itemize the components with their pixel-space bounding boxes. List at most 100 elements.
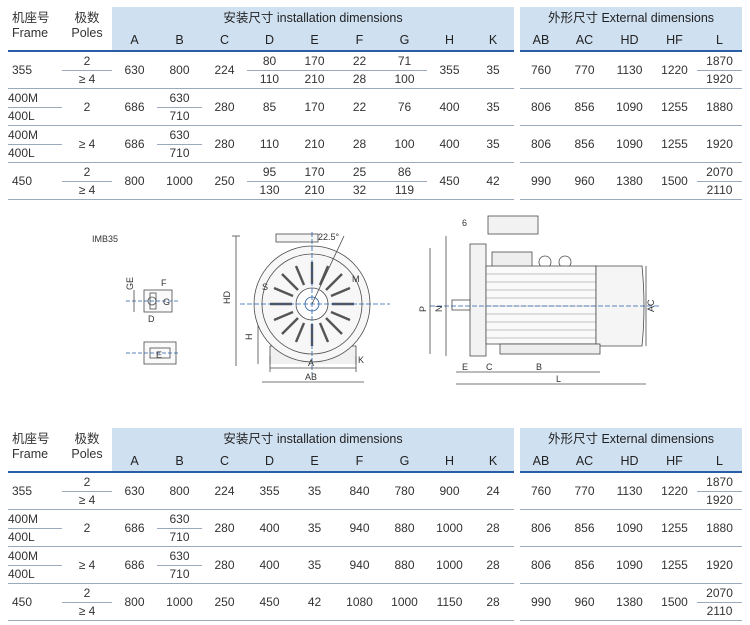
cell-value-upper: 400M — [8, 126, 62, 145]
cell-k: 42 — [472, 162, 517, 200]
cell-hd: 1380 — [607, 583, 652, 621]
column-header-ac: AC — [562, 450, 607, 473]
cell-value-upper: 630 — [157, 547, 202, 566]
label-angle: 22.5° — [318, 232, 340, 242]
cell-k: 24 — [472, 472, 517, 510]
column-header-hf: HF — [652, 29, 697, 52]
frame-header-en: Frame — [12, 26, 49, 40]
frame-header-cn: 机座号 — [12, 432, 50, 446]
cell-c: 250 — [202, 162, 247, 200]
cell-ab: 760 — [514, 472, 562, 510]
cell-a: 630 — [112, 51, 157, 89]
mount-type-label: IMB35 — [92, 234, 118, 244]
cell-c: 280 — [202, 546, 247, 584]
cell-hd: 1090 — [607, 88, 652, 126]
shaft-end-detail — [126, 289, 180, 365]
cell-hd: 1130 — [607, 472, 652, 510]
cell-a: 800 — [112, 162, 157, 200]
cell-value-lower: 400L — [8, 146, 35, 161]
cell-value-lower: 100 — [394, 72, 415, 87]
column-header-k: K — [472, 29, 517, 52]
cell-c: 250 — [202, 583, 247, 621]
cell-value-upper: 86 — [382, 163, 427, 182]
column-header-f: F — [337, 450, 382, 473]
frame-header-en: Frame — [12, 447, 49, 461]
cell-hd: 1090 — [607, 546, 652, 584]
cell-c: 280 — [202, 88, 247, 126]
cell-g: 880 — [382, 546, 427, 584]
cell-hf: 1255 — [652, 125, 697, 163]
cell-c: 280 — [202, 509, 247, 547]
label-c: C — [486, 362, 493, 372]
label-k: K — [358, 355, 364, 365]
cell-value-upper: 80 — [247, 52, 292, 71]
cell-poles: ≥ 4 — [62, 546, 112, 584]
cell-f: 28 — [337, 125, 382, 163]
column-header-hd: HD — [607, 29, 652, 52]
cell-b: 1000 — [157, 583, 202, 621]
cell-l: 1880 — [697, 88, 743, 126]
cell-c: 224 — [202, 51, 247, 89]
cell-ac: 856 — [562, 88, 607, 126]
cell-value-upper: 2 — [62, 473, 112, 492]
cell-value-lower: 210 — [304, 183, 325, 198]
column-header-b: B — [157, 29, 202, 52]
cell-a: 630 — [112, 472, 157, 510]
label-f: F — [161, 278, 167, 288]
cell-e: 35 — [292, 509, 337, 547]
cell-poles: 2≥ 4 — [62, 472, 112, 510]
cell-frame: 355 — [8, 51, 62, 89]
cell-ac: 856 — [562, 509, 607, 547]
column-header-e: E — [292, 29, 337, 52]
label-m: M — [352, 274, 360, 284]
cell-value-lower: 119 — [394, 183, 415, 198]
cell-h: 1000 — [427, 509, 472, 547]
cell-hf: 1255 — [652, 546, 697, 584]
column-header-c: C — [202, 450, 247, 473]
cell-ac: 770 — [562, 51, 607, 89]
cell-ac: 770 — [562, 472, 607, 510]
cell-value-lower: 710 — [169, 146, 190, 161]
cell-e: 170 — [292, 88, 337, 126]
poles-header-cn: 极数 — [74, 432, 100, 446]
column-header-b: B — [157, 450, 202, 473]
cell-d: 400 — [247, 546, 292, 584]
cell-ab: 806 — [514, 88, 562, 126]
cell-l: 1920 — [697, 125, 743, 163]
cell-value-lower: 400L — [8, 530, 35, 545]
cell-k: 28 — [472, 509, 517, 547]
label-l: L — [556, 374, 561, 384]
column-header-h: H — [427, 29, 472, 52]
poles-header-en: Poles — [71, 447, 103, 461]
cell-g: 1000 — [382, 583, 427, 621]
cell-c: 280 — [202, 125, 247, 163]
column-header-e: E — [292, 450, 337, 473]
cell-value-lower: 130 — [259, 183, 280, 198]
cell-value-upper: 2070 — [697, 163, 743, 182]
cell-k: 35 — [472, 88, 517, 126]
cell-l: 1880 — [697, 509, 743, 547]
cell-value-lower: 400L — [8, 109, 35, 124]
column-header-hd: HD — [607, 450, 652, 473]
cell-value-lower: 2110 — [706, 183, 733, 198]
cell-poles: 2≥ 4 — [62, 583, 112, 621]
label-n: N — [434, 306, 444, 313]
column-header-h: H — [427, 450, 472, 473]
cell-hf: 1500 — [652, 583, 697, 621]
